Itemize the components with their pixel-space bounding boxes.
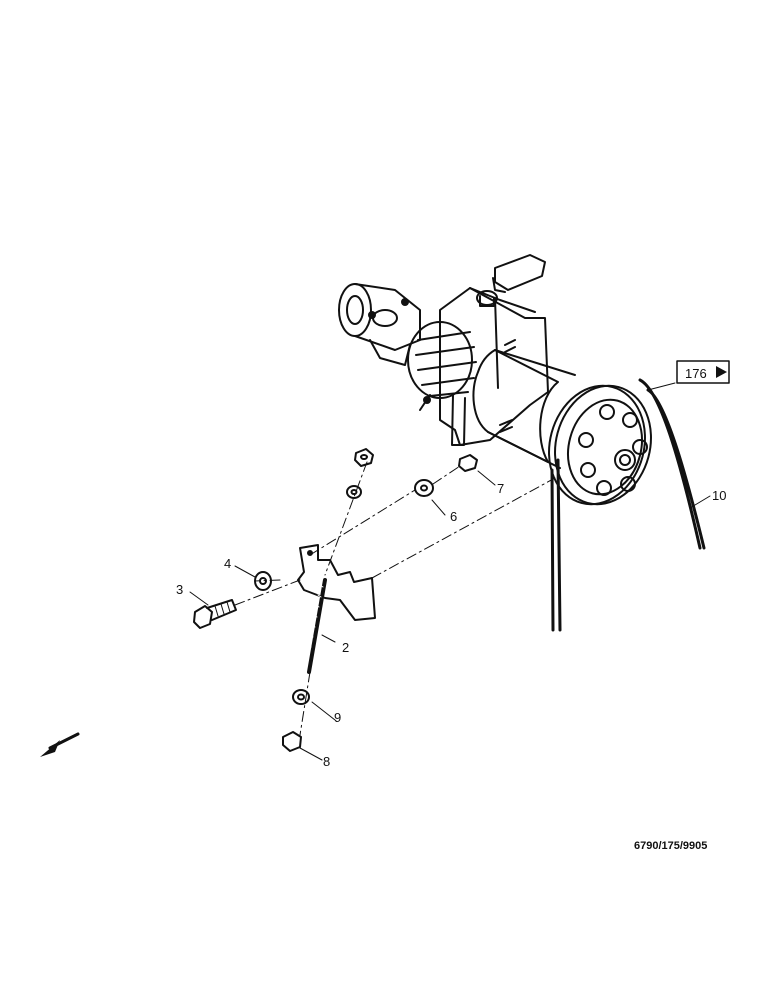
threaded-rod <box>307 578 327 674</box>
nut-8 <box>282 731 302 752</box>
washer-6 <box>414 479 434 497</box>
page-reference-box <box>676 360 730 384</box>
bolt-3 <box>193 599 237 629</box>
main-cylinder <box>472 349 559 463</box>
page-reference-label: 176 <box>685 366 707 381</box>
mounting-frame <box>439 287 549 446</box>
callout-7: 7 <box>497 481 504 496</box>
arrow-icon <box>40 740 60 757</box>
left-coupling-flange <box>338 283 372 337</box>
callout-6: 6 <box>450 509 457 524</box>
callout-3: 3 <box>176 582 183 597</box>
upper-washer <box>346 485 362 499</box>
callout-10: 10 <box>712 488 726 503</box>
drive-pulley <box>548 384 652 506</box>
washer-9 <box>292 689 310 705</box>
fasteners <box>193 448 478 752</box>
assembly-lines <box>234 461 556 736</box>
callout-4: 4 <box>224 556 231 571</box>
pulley-hub <box>614 449 636 471</box>
callout-labels: 2 3 4 6 7 8 9 10 <box>176 481 726 769</box>
callout-9: 9 <box>334 710 341 725</box>
top-lever <box>494 254 546 291</box>
nut-7 <box>458 454 478 472</box>
drive-belt <box>550 378 706 632</box>
play-icon <box>716 366 727 378</box>
gearbox-assembly <box>338 254 652 506</box>
callout-8: 8 <box>323 754 330 769</box>
callout-2: 2 <box>342 640 349 655</box>
leader-lines <box>189 382 711 761</box>
mounting-bracket <box>297 544 376 621</box>
upper-hex-nut <box>354 448 374 467</box>
document-code: 6790/175/9905 <box>634 840 707 852</box>
bellows-housing <box>407 321 473 399</box>
